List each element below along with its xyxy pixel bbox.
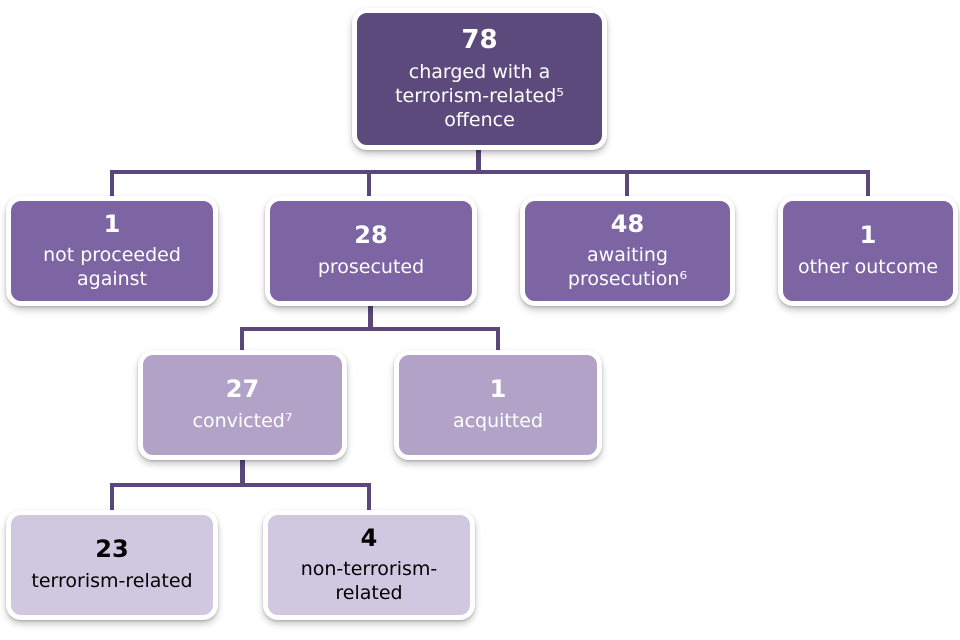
- node-other-outcome: 1 other outcome: [778, 196, 958, 306]
- node-label: awaiting prosecution⁶: [567, 243, 688, 290]
- node-label: non-terrorism- related: [300, 557, 438, 604]
- node-value: 4: [360, 523, 378, 552]
- node-value: 1: [859, 221, 877, 250]
- connector-prosecuted-stub: [368, 302, 373, 329]
- node-non-terrorism-related: 4 non-terrorism- related: [263, 510, 475, 620]
- node-value: 78: [461, 24, 498, 55]
- connector-drop-not-proceeded: [110, 170, 114, 202]
- node-terrorism-related: 23 terrorism-related: [6, 510, 218, 620]
- node-value: 48: [610, 209, 645, 238]
- node-convicted: 27 convicted⁷: [138, 350, 347, 460]
- connector-drop-acquitted: [496, 327, 500, 357]
- connector-drop-other-outcome: [866, 170, 870, 202]
- node-label: prosecuted: [317, 255, 425, 278]
- node-label: charged with a terrorism-related⁵ offenc…: [395, 61, 564, 131]
- node-label: not proceeded against: [43, 243, 181, 290]
- node-value: 28: [354, 221, 388, 250]
- node-label: other outcome: [797, 255, 939, 278]
- node-prosecuted: 28 prosecuted: [265, 196, 477, 306]
- node-label: convicted⁷: [192, 409, 293, 432]
- node-value: 1: [103, 209, 121, 238]
- node-not-proceeded-against: 1 not proceeded against: [6, 196, 218, 306]
- node-value: 27: [225, 375, 260, 404]
- node-charged-with-offence: 78 charged with a terrorism-related⁵ off…: [352, 8, 607, 150]
- connector-root-stub: [476, 146, 481, 173]
- connector-drop-convicted: [240, 327, 244, 357]
- connector-level2-horizontal: [110, 170, 870, 174]
- connector-drop-awaiting: [625, 170, 629, 202]
- node-value: 1: [489, 375, 507, 404]
- connector-drop-terrorism-related: [110, 483, 114, 516]
- node-awaiting-prosecution: 48 awaiting prosecution⁶: [520, 196, 735, 306]
- node-label: terrorism-related: [31, 569, 193, 592]
- connector-drop-non-terrorism-related: [367, 483, 371, 516]
- connector-drop-prosecuted: [367, 170, 371, 202]
- node-value: 23: [95, 535, 129, 564]
- node-acquitted: 1 acquitted: [394, 350, 602, 460]
- connector-level3-horizontal: [240, 327, 500, 331]
- connector-convicted-stub: [240, 457, 245, 485]
- connector-level4-horizontal: [110, 483, 371, 487]
- node-label: acquitted: [452, 409, 544, 432]
